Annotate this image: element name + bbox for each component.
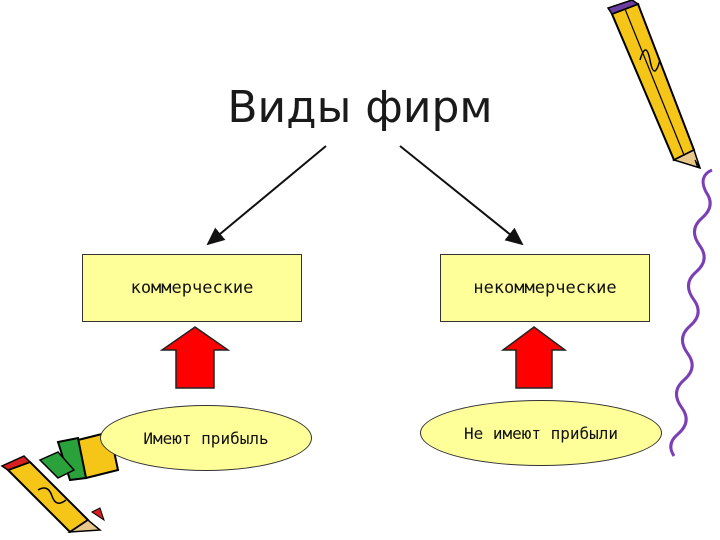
arrow-to-noncommercial — [399, 145, 524, 246]
red-up-arrow-left — [159, 326, 231, 389]
arrow-to-commercial — [206, 145, 327, 246]
profit-oval: Имеют прибыль — [100, 405, 312, 471]
diagram-title: Виды фирм — [227, 82, 493, 133]
pencil-icon — [606, 0, 702, 170]
red-up-arrow-right — [500, 326, 568, 389]
noncommercial-box: некоммерческие — [440, 254, 650, 322]
pencils-icon — [0, 430, 120, 534]
squiggle-border-right — [669, 168, 713, 457]
no-profit-oval: Не имеют прибыли — [420, 400, 662, 466]
commercial-box: коммерческие — [82, 254, 302, 322]
